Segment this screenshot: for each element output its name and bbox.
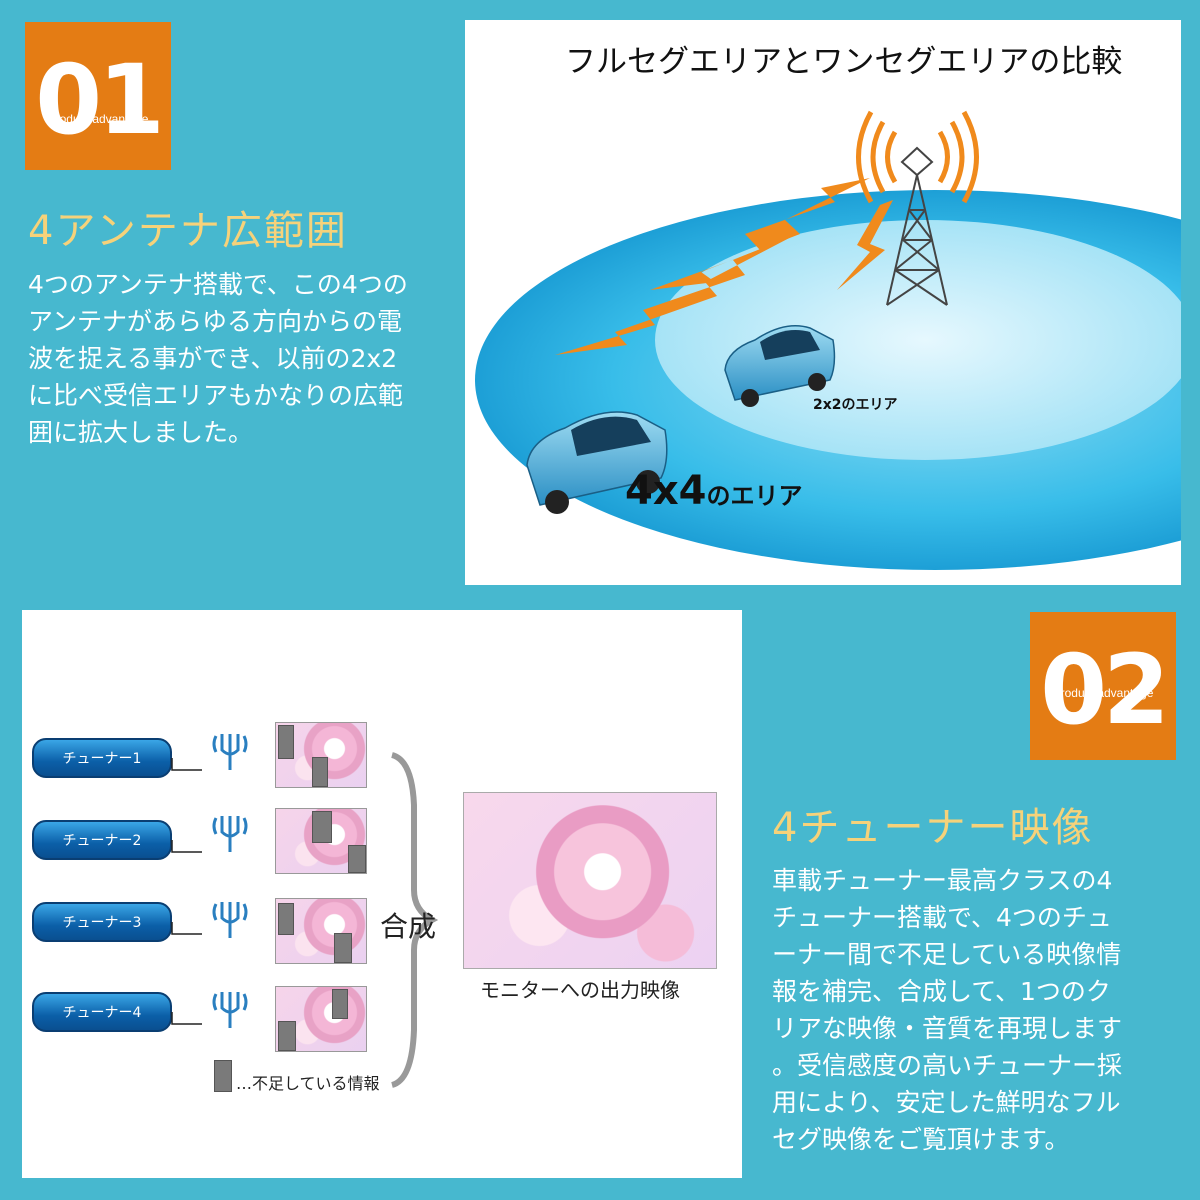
signal-bolt	[555, 235, 795, 355]
badge-subtitle: Product advantage	[47, 112, 149, 126]
missing-info-block	[278, 903, 294, 935]
paragraph-line: リアな映像・音質を再現します	[772, 1014, 1123, 1043]
car-small	[724, 325, 836, 407]
outer-area-label: 4x4のエリア	[625, 468, 802, 514]
missing-info-block	[332, 989, 348, 1019]
missing-info-block	[334, 933, 352, 963]
diagram-title: フルセグエリアとワンセグエリアの比較	[565, 44, 1123, 80]
badge-02: 02 Product advantage	[1030, 612, 1176, 760]
outer-area-label-suffix: のエリア	[706, 482, 803, 510]
broadcast-tower	[886, 146, 948, 306]
signal-bolt	[650, 178, 870, 290]
paragraph-line: に比べ受信エリアもかなりの広範	[28, 381, 404, 410]
combine-brace	[390, 752, 439, 1088]
paragraph-line: 報を補完、合成して、1つのク	[772, 977, 1111, 1006]
antenna-area-diagram: フルセグエリアとワンセグエリアの比較	[465, 20, 1181, 585]
tuner-3-image	[275, 898, 367, 964]
antenna-icon	[212, 734, 248, 770]
section2-paragraph: 車載チューナー最高クラスの4 チューナー搭載で、4つのチュ ーナー間で不足してい…	[772, 862, 1182, 1158]
missing-info-block	[278, 1021, 296, 1051]
section1-paragraph: 4つのアンテナ搭載で、この4つの アンテナがあらゆる方向からの電 波を捉える事が…	[28, 266, 458, 451]
paragraph-line: セグ映像をご覧頂けます。	[772, 1125, 1070, 1154]
signal-bolt	[837, 200, 893, 290]
paragraph-line: 。受信感度の高いチューナー採	[772, 1051, 1123, 1080]
missing-info-block	[312, 757, 328, 787]
missing-info-block	[312, 811, 332, 843]
car-large	[526, 411, 668, 514]
connector-lines	[171, 752, 439, 1088]
paragraph-line: 車載チューナー最高クラスの4	[772, 866, 1113, 895]
antenna-icon	[212, 816, 248, 852]
monitor-output-label: モニターへの出力映像	[480, 978, 680, 1002]
tuner-4-label: チューナー4	[32, 992, 172, 1032]
tuner-1-label: チューナー1	[32, 738, 172, 778]
area-illustration	[475, 110, 1181, 570]
tuner-diagram: チューナー1 チューナー2 チューナー3 チューナー4 合成 モニターへの出力映…	[22, 610, 742, 1178]
badge-01: 01 Product advantage	[25, 22, 171, 170]
section1-heading: 4アンテナ広範囲	[28, 208, 348, 254]
badge-number: 01	[35, 44, 165, 156]
tuner-2-label: チューナー2	[32, 820, 172, 860]
inner-area	[655, 220, 1181, 460]
legend-swatch	[214, 1060, 232, 1092]
missing-info-block	[278, 725, 294, 759]
antenna-icon	[212, 992, 248, 1028]
combine-label: 合成	[380, 910, 437, 943]
section2-heading: 4チューナー映像	[772, 805, 1094, 851]
missing-info-block	[348, 845, 366, 873]
inner-area-label: 2x2のエリア	[813, 397, 898, 413]
paragraph-line: アンテナがあらゆる方向からの電	[28, 307, 403, 336]
tuner-2-image	[275, 808, 367, 874]
paragraph-line: チューナー搭載で、4つのチュ	[772, 903, 1112, 932]
signal-waves-left	[856, 110, 898, 204]
tuner-3-label: チューナー3	[32, 902, 172, 942]
monitor-output-image	[463, 792, 717, 969]
badge-subtitle: Product advantage	[1052, 686, 1154, 700]
legend-label: …不足している情報	[236, 1074, 380, 1093]
paragraph-line: 用により、安定した鮮明なフル	[772, 1088, 1121, 1117]
tuner-4-image	[275, 986, 367, 1052]
paragraph-line: 囲に拡大しました。	[28, 418, 254, 447]
paragraph-line: 波を捉える事ができ、以前の2x2	[28, 344, 398, 373]
paragraph-line: 4つのアンテナ搭載で、この4つの	[28, 270, 408, 299]
signal-waves-right	[937, 110, 979, 204]
outer-area-label-big: 4x4	[625, 468, 707, 514]
paragraph-line: ーナー間で不足している映像情	[772, 940, 1122, 969]
badge-number: 02	[1040, 634, 1170, 746]
antenna-icon	[212, 902, 248, 938]
tuner-1-image	[275, 722, 367, 788]
